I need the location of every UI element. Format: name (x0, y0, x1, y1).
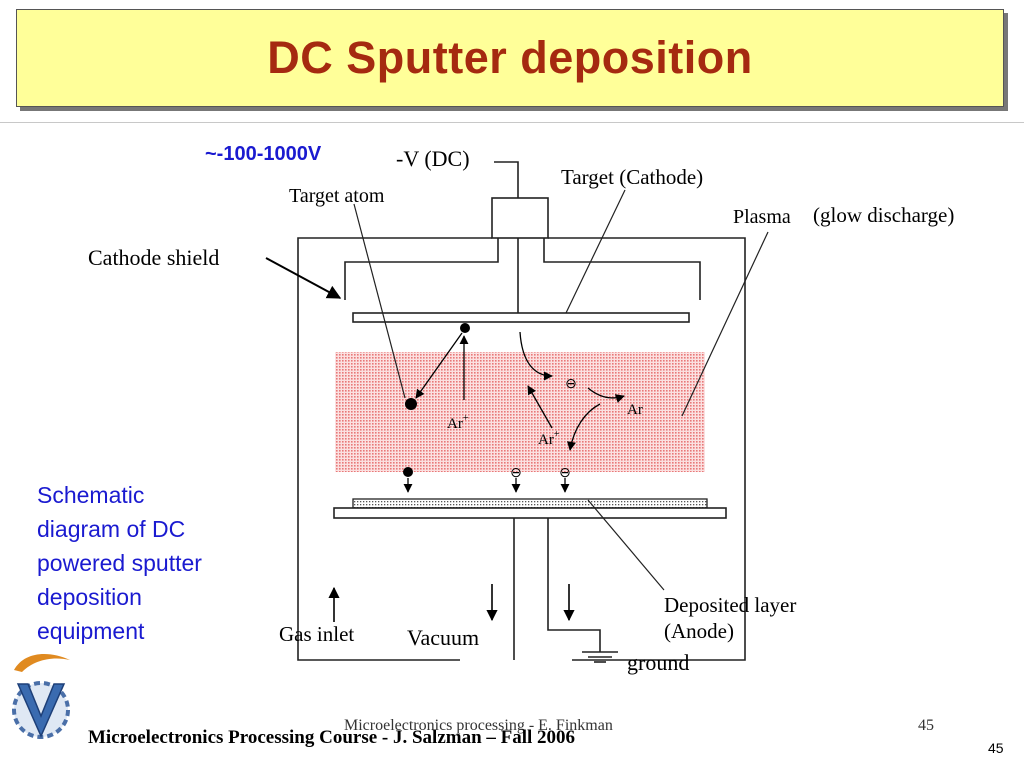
target-atom-sputtered (405, 398, 417, 410)
target-atom-top (460, 323, 470, 333)
ground-label: ground (627, 650, 689, 675)
dc-label: -V (DC) (396, 146, 470, 171)
ar-ion-label-2: Ar+ (538, 429, 560, 448)
caption-line: deposition (37, 584, 142, 610)
cathode-shield-arrow (265, 257, 342, 299)
anode-plate (333, 507, 727, 519)
anode-label: (Anode) (664, 619, 734, 643)
divider-line (0, 122, 1024, 123)
target-plate (352, 312, 690, 323)
plasma-region (335, 352, 705, 472)
electron-1: ⊖ (565, 377, 577, 392)
anode-stem (513, 518, 601, 660)
caption-line: equipment (37, 618, 145, 644)
port-arrows (328, 584, 575, 622)
institution-logo (12, 654, 70, 739)
ground-symbol (582, 651, 618, 663)
diagram-caption: Schematic diagram of DC powered sputter … (37, 478, 257, 648)
deposited-layer-label: Deposited layer (664, 593, 796, 617)
deposited-layer-rect (352, 498, 708, 509)
ar-neutral-label: Ar (627, 402, 643, 418)
plasma-label: Plasma (733, 206, 791, 228)
cathode-shield-label: Cathode shield (88, 245, 219, 270)
ar-ion-label-1: Ar+ (447, 413, 469, 432)
caption-line: diagram of DC (37, 516, 186, 542)
cathode-feed (344, 161, 701, 313)
atom-falling (403, 467, 413, 477)
electron-3: ⊖ (559, 466, 571, 481)
footer-page-inner: 45 (918, 717, 934, 734)
target-cathode-label: Target (Cathode) (561, 165, 703, 189)
caption-line: powered sputter (37, 550, 202, 576)
slide-title: DC Sputter deposition (267, 32, 753, 83)
particle-arrows (403, 331, 625, 493)
electron-2: ⊖ (510, 466, 522, 481)
glow-discharge-label: (glow discharge) (813, 203, 954, 227)
footer-page-number: 45 (988, 740, 1004, 756)
particles (403, 323, 470, 477)
chamber-walls (297, 237, 746, 661)
title-box: DC Sputter deposition (16, 9, 1004, 107)
pointer-lines (353, 189, 769, 591)
footer-course-title: Microelectronics Processing Course - J. … (88, 727, 576, 748)
voltage-label: ~-100-1000V (205, 143, 322, 165)
gas-inlet-label: Gas inlet (279, 622, 354, 646)
caption-line: Schematic (37, 482, 145, 508)
target-atom-label: Target atom (289, 185, 385, 207)
vacuum-label: Vacuum (407, 625, 479, 650)
footer-subtitle: Microelectronics processing - E. Finkman (344, 717, 613, 734)
